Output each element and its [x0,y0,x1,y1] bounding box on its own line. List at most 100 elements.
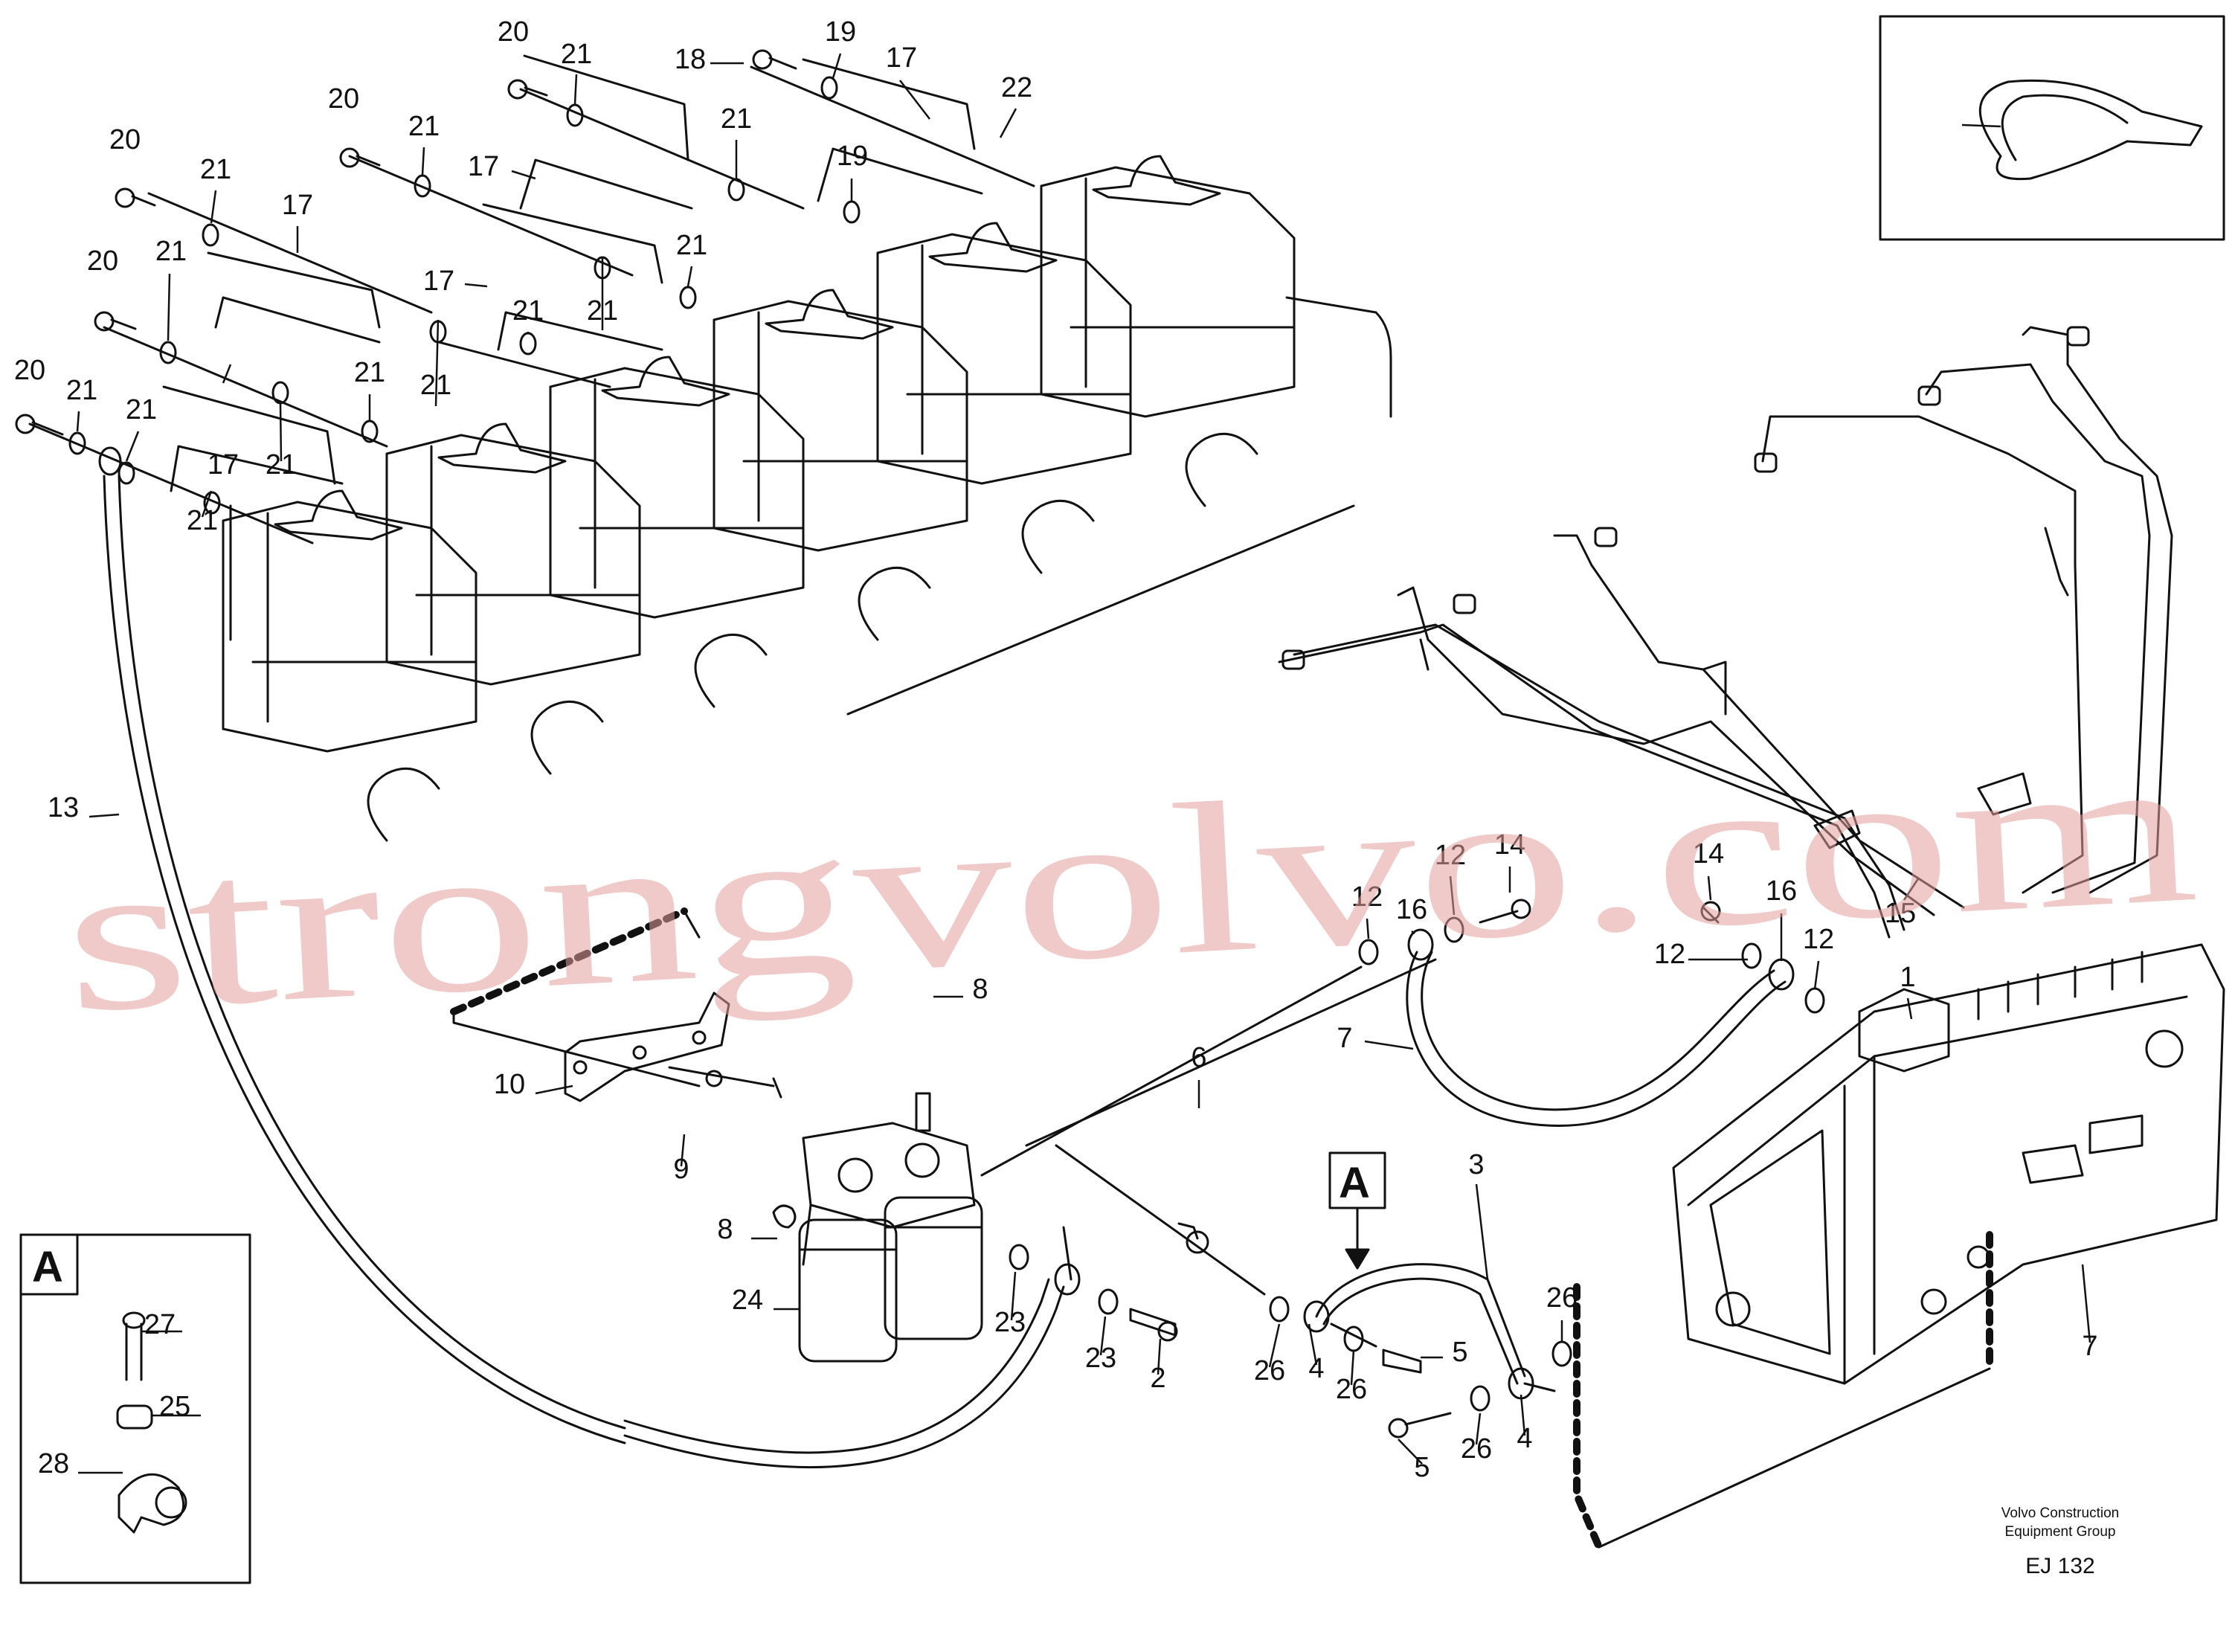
cable-tie-box [1879,15,2225,241]
callout-21: 21 [721,103,752,135]
callout-5: 5 [1414,1452,1430,1483]
detail-a-parts [116,1311,187,1534]
callout-12: 12 [1435,840,1466,871]
callout-3: 3 [1468,1149,1484,1180]
fuel-filter-assembly [772,1092,983,1363]
leader-line-21 [76,411,80,432]
leader-line-17 [464,283,488,288]
leader-line-15 [1903,877,1920,901]
callout-10: 10 [494,1069,525,1100]
callout-17: 17 [282,190,313,221]
callout-24: 24 [732,1285,763,1316]
detail-a-box [19,1233,251,1584]
leader-line-1 [1906,997,1913,1020]
callout-21: 21 [126,394,157,425]
leader-line-12 [1813,960,1820,990]
callout-14: 14 [1494,829,1525,861]
leader-line-10 [535,1084,573,1095]
callout-19: 19 [825,16,856,48]
callout-20: 20 [328,83,359,115]
callout-2: 2 [1150,1363,1165,1394]
callout-17: 17 [208,449,239,481]
leader-line-12 [1449,875,1456,916]
leader-line-17 [222,364,232,384]
callout-21: 21 [512,295,544,327]
injection-pump [1672,943,2225,1385]
cable-tie [1978,79,2203,181]
callout-20: 20 [498,16,529,48]
leader-line-23 [1099,1316,1107,1356]
callout-21: 21 [420,370,451,401]
callout-22: 22 [1001,72,1032,103]
callout-4: 4 [1308,1353,1324,1384]
callout-26: 26 [1336,1374,1367,1405]
leader-line-14 [1707,875,1712,901]
leader-line-21 [125,431,140,462]
leader-line-17 [511,170,536,180]
callout-8: 8 [717,1214,733,1245]
banjo-bolts [15,49,797,436]
leader-line-19 [832,53,842,79]
cylinder-cover-6 [222,489,477,753]
detail-a-letter-box [19,1233,79,1296]
injection-pipes [1278,326,2173,939]
leader-line-undefined [1961,123,2001,128]
callout-21: 21 [587,295,618,327]
callout-20: 20 [14,355,45,386]
callout-6: 6 [1191,1042,1206,1073]
leak-off-pipes [28,54,1035,544]
callout-15: 15 [1885,898,1916,929]
callout-13: 13 [48,792,79,823]
detail-a-letter: A [32,1243,63,1291]
callout-9: 9 [673,1154,689,1185]
leader-line-12 [1366,918,1370,939]
callout-20: 20 [87,245,118,277]
leader-line-21 [167,273,171,341]
hose-2 [1269,1263,1572,1439]
callout-7: 7 [2082,1331,2097,1362]
leader-line-21 [201,490,213,518]
filter-bracket [564,991,782,1102]
callout-16: 16 [1396,894,1427,925]
callout-19: 19 [837,141,868,172]
callout-28: 28 [38,1448,69,1479]
leader-line-7 [2081,1264,2091,1343]
leader-line-21 [686,266,693,287]
leader-line-5 [1398,1439,1423,1465]
callout-21: 21 [676,230,707,261]
cylinder-cover-3 [713,289,968,552]
callout-7: 7 [1337,1023,1352,1054]
cylinder-cover-1 [1040,155,1296,418]
callout-20: 20 [109,124,141,155]
leader-line-13 [89,813,120,818]
callout-23: 23 [1085,1343,1116,1374]
callout-14: 14 [1693,838,1724,870]
callout-21: 21 [155,236,187,267]
callout-25: 25 [159,1391,190,1422]
callout-16: 16 [1766,875,1797,907]
callout-4: 4 [1517,1423,1532,1454]
callout-1: 1 [1900,962,1915,993]
engine-block [222,155,1392,842]
leader-line-2 [1157,1338,1162,1375]
callout-17: 17 [886,42,917,74]
leader-line-4 [1520,1394,1526,1436]
company-line-1: Volvo Construction [2001,1505,2119,1521]
callout-23: 23 [994,1307,1026,1338]
callout-21: 21 [266,449,297,481]
callout-21: 21 [187,505,218,536]
cylinder-cover-2 [876,222,1132,485]
leader-line-17 [899,80,930,120]
leader-line-21 [434,319,440,407]
callout-21: 21 [66,375,97,406]
return-hose [103,475,1065,1468]
callout-21: 21 [354,357,385,388]
cylinder-cover-4 [549,356,805,619]
leader-line-3 [1475,1183,1489,1280]
leader-line-9 [680,1134,686,1167]
leader-line-7 [1364,1040,1414,1050]
callout-5: 5 [1452,1337,1467,1368]
leader-line-16 [1411,931,1415,934]
company-line-2: Equipment Group [2005,1524,2116,1540]
callout-26: 26 [1461,1433,1492,1465]
